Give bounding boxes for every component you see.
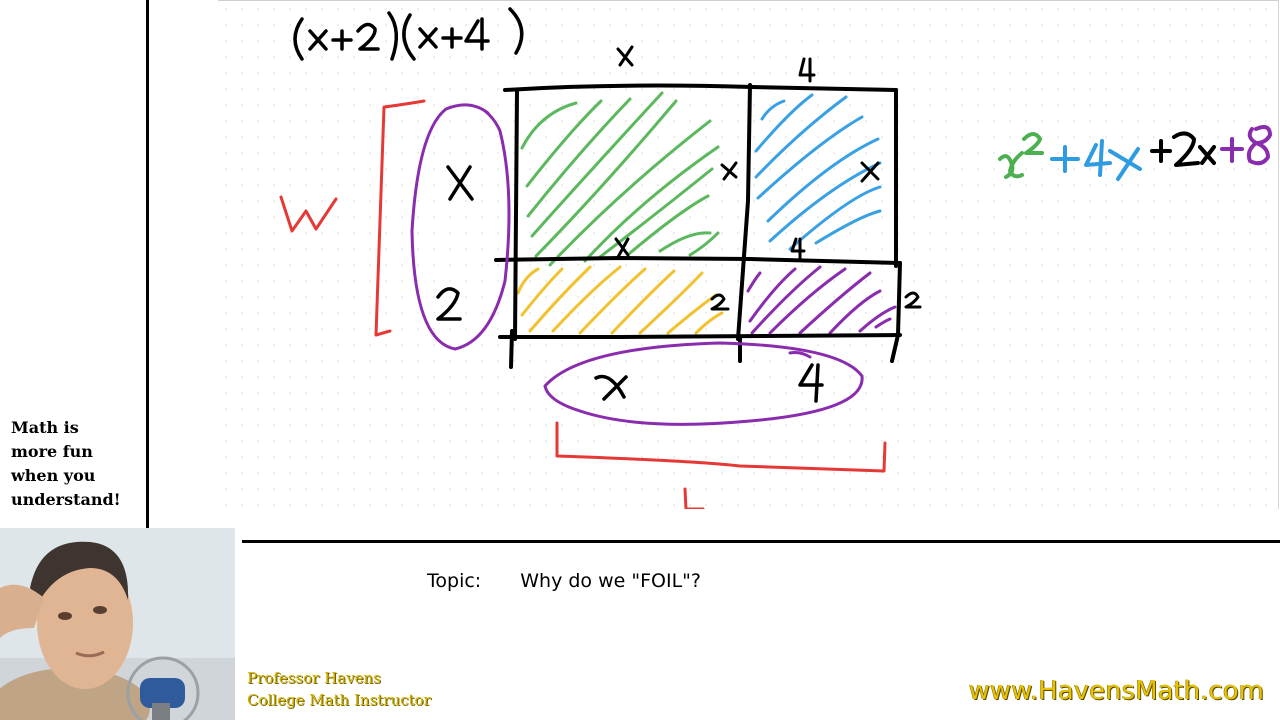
tagline-line: more fun: [11, 442, 93, 461]
blue-hatching: [754, 93, 882, 251]
purple-hatching: [746, 265, 897, 335]
rectangle-labels: [614, 45, 922, 311]
topic-label: Topic:: [427, 570, 482, 592]
instructor-name: Professor Havens: [247, 669, 381, 687]
topic-line: Topic: Why do we "FOIL"?: [427, 570, 701, 592]
whiteboard-canvas[interactable]: [218, 0, 1279, 509]
instructor-credit: Professor Havens College Math Instructor: [247, 667, 431, 711]
left-divider: [146, 0, 149, 528]
webcam-feed: [0, 528, 235, 720]
area-rectangle: [494, 83, 902, 369]
website-link[interactable]: www.HavensMath.com: [968, 676, 1264, 706]
instructor-portrait: [0, 528, 235, 720]
width-bracket: [279, 99, 426, 337]
green-hatching: [520, 91, 720, 267]
result-expression: [998, 125, 1272, 181]
length-bracket: [555, 421, 887, 509]
width-oval-labels: [436, 165, 474, 321]
length-oval-labels: [594, 363, 824, 403]
tagline: Math is more fun when you understand!: [11, 416, 146, 512]
width-oval: [410, 103, 511, 351]
whiteboard-drawing: [279, 7, 1272, 509]
footer-divider: [242, 540, 1280, 543]
instructor-title: College Math Instructor: [247, 691, 431, 709]
tagline-line: Math is: [11, 418, 79, 437]
tagline-line: when you: [11, 466, 96, 485]
left-panel: Math is more fun when you understand!: [0, 0, 146, 528]
yellow-hatching: [516, 265, 724, 335]
expression-handwriting: [293, 7, 524, 61]
tagline-line: understand!: [11, 490, 121, 509]
length-oval: [543, 341, 864, 426]
topic-value: Why do we "FOIL"?: [520, 570, 701, 592]
